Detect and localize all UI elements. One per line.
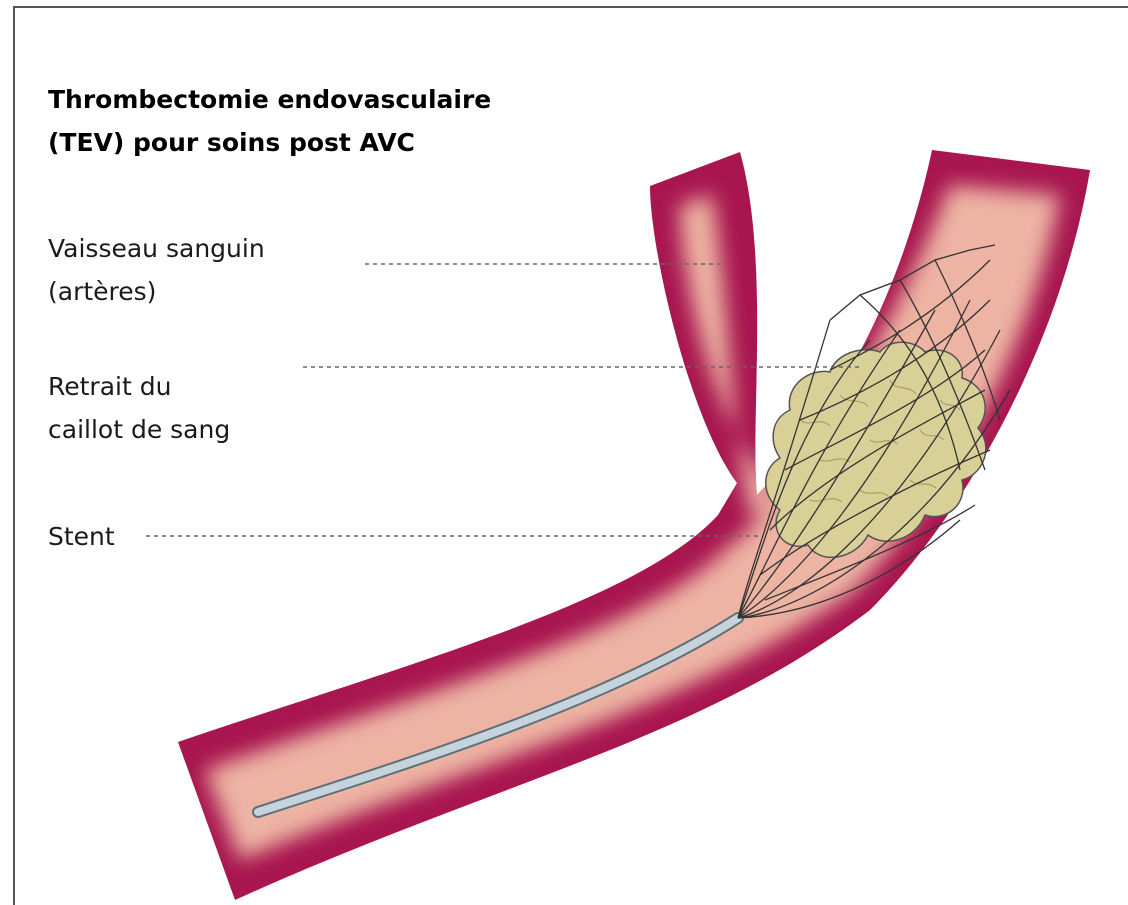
- label-vessel-line-1: Vaisseau sanguin: [48, 227, 265, 270]
- label-clot: Retrait du caillot de sang: [48, 365, 230, 451]
- label-stent-line-1: Stent: [48, 515, 115, 558]
- title-line-1: Thrombectomie endovasculaire: [48, 78, 491, 121]
- title-line-2: (TEV) pour soins post AVC: [48, 121, 491, 164]
- diagram-title: Thrombectomie endovasculaire (TEV) pour …: [48, 78, 491, 164]
- label-stent: Stent: [48, 515, 115, 558]
- blood-clot: [766, 342, 986, 557]
- label-vessel: Vaisseau sanguin (artères): [48, 227, 265, 313]
- label-clot-line-2: caillot de sang: [48, 408, 230, 451]
- label-clot-line-1: Retrait du: [48, 365, 230, 408]
- label-vessel-line-2: (artères): [48, 270, 265, 313]
